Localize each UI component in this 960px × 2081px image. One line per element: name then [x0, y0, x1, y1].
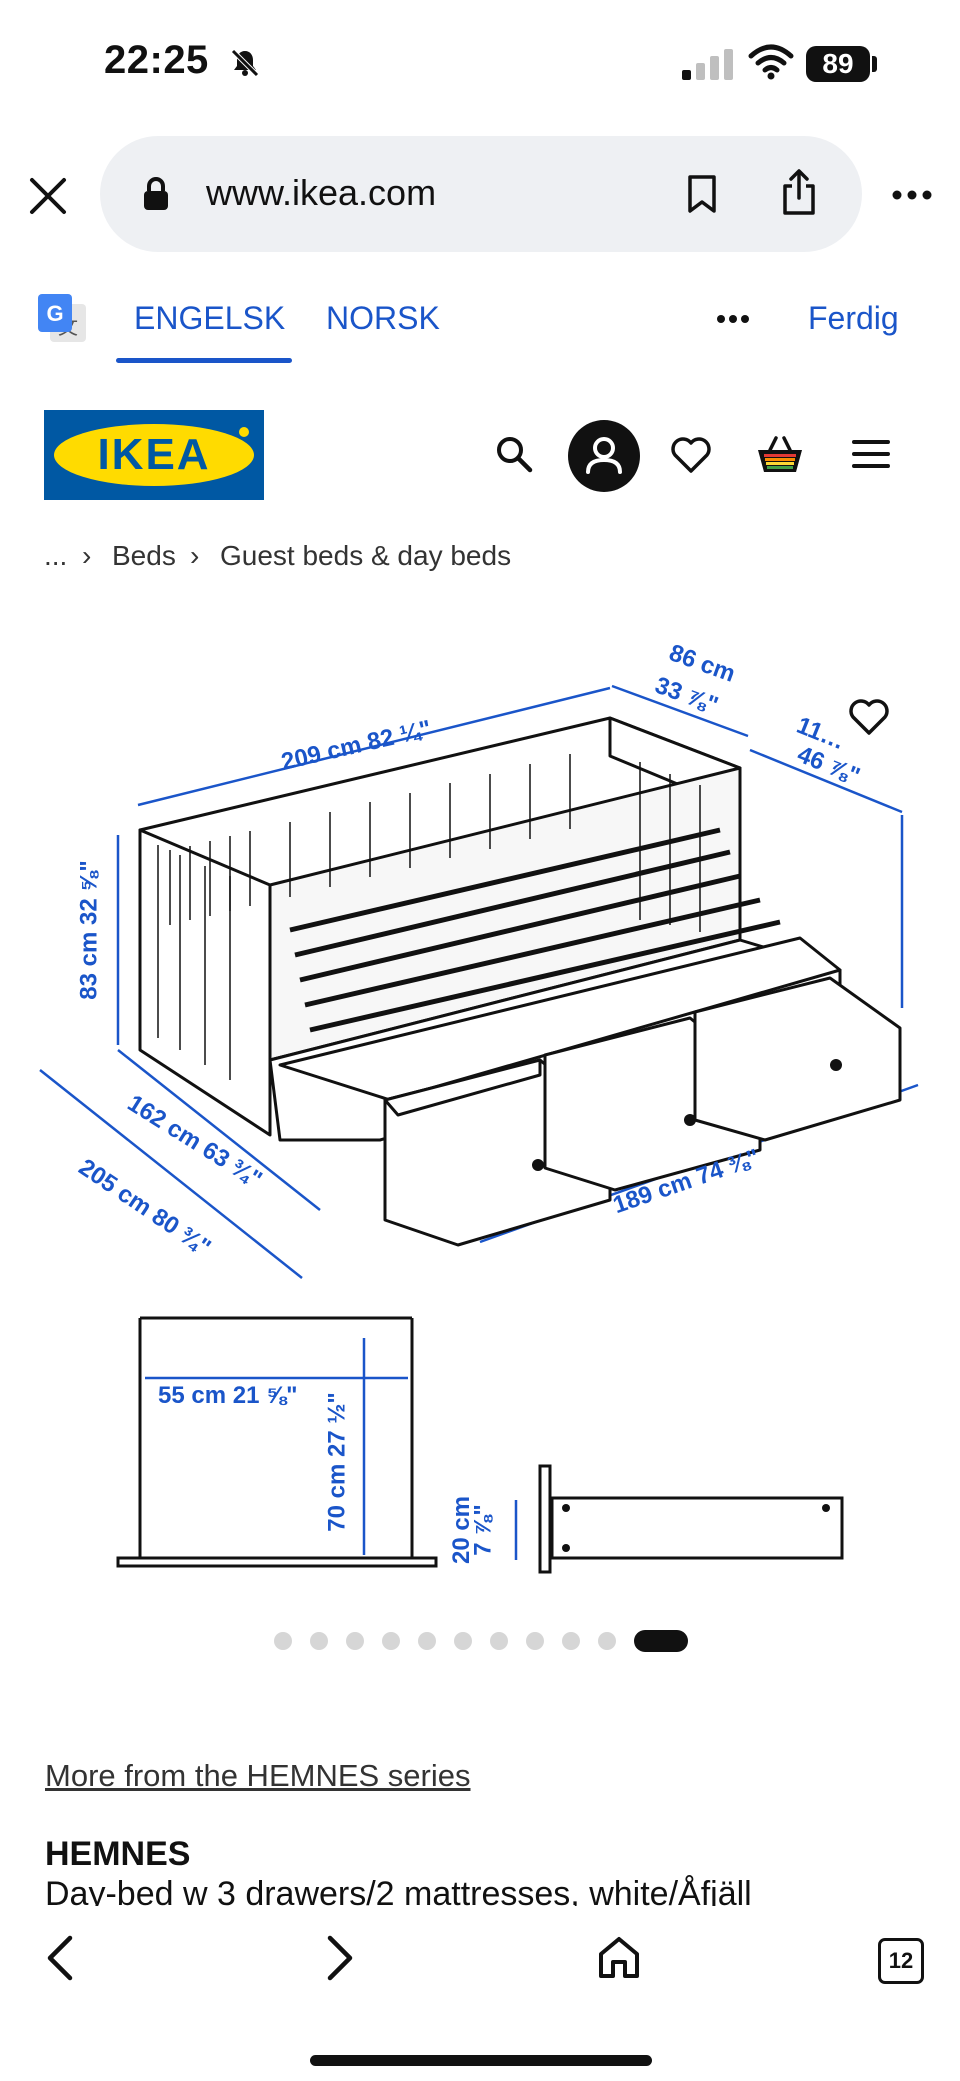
url-text[interactable]: www.ikea.com: [206, 172, 437, 213]
user-icon: [586, 437, 622, 474]
dimension-drawer-height-in: 7 ⅞": [469, 1504, 497, 1556]
dimension-height: 83 cm 32 ⅝": [75, 860, 103, 1000]
bookmark-icon[interactable]: [686, 174, 718, 214]
carousel-dot[interactable]: [382, 1632, 400, 1650]
wifi-icon: [748, 44, 794, 80]
carousel-dot[interactable]: [526, 1632, 544, 1650]
carousel-dot[interactable]: [598, 1632, 616, 1650]
battery-cap: [872, 56, 877, 72]
carousel-dot[interactable]: [346, 1632, 364, 1650]
tab-norsk[interactable]: NORSK: [326, 300, 440, 336]
carousel-dot[interactable]: [454, 1632, 472, 1650]
series-link[interactable]: More from the HEMNES series: [45, 1758, 471, 1793]
ikea-logo-text: IKEA: [97, 430, 211, 479]
breadcrumb-beds[interactable]: Beds: [112, 540, 176, 571]
home-indicator: [310, 2055, 652, 2066]
status-time: 22:25: [104, 38, 209, 82]
cellular-signal-icon: [682, 49, 733, 80]
breadcrumb-separator: ›: [82, 540, 92, 571]
translate-more-icon[interactable]: [716, 314, 750, 324]
heart-icon[interactable]: [670, 436, 712, 474]
bell-muted-icon: [231, 49, 259, 77]
dimension-mattress-height: 70 cm 27 ½": [323, 1392, 351, 1532]
shopping-bag-icon[interactable]: [756, 432, 804, 476]
share-icon[interactable]: [780, 168, 818, 216]
carousel-dot-active[interactable]: [634, 1630, 688, 1652]
close-icon[interactable]: [28, 176, 68, 216]
breadcrumb-separator: ›: [190, 540, 200, 571]
more-options-icon[interactable]: [892, 188, 932, 202]
battery-indicator: 89: [806, 46, 870, 82]
menu-icon[interactable]: [852, 438, 890, 470]
carousel-dot[interactable]: [418, 1632, 436, 1650]
google-translate-icon[interactable]: 文 G: [36, 292, 88, 344]
account-button[interactable]: [568, 420, 640, 492]
dimension-mattress-width: 55 cm 21 ⅝": [158, 1382, 298, 1409]
carousel-dot[interactable]: [310, 1632, 328, 1650]
favourite-heart-icon[interactable]: [848, 698, 890, 736]
lock-icon: [144, 177, 168, 210]
tabs-button[interactable]: 12: [878, 1938, 924, 1984]
home-icon[interactable]: [596, 1934, 642, 1980]
active-tab-indicator: [116, 358, 292, 363]
breadcrumb-ellipsis[interactable]: ...: [44, 540, 68, 571]
browser-toolbar: [0, 1906, 960, 2081]
search-icon[interactable]: [494, 434, 534, 474]
day-bed-drawing: [39, 684, 919, 1574]
url-bar[interactable]: [100, 136, 862, 252]
done-button[interactable]: Ferdig: [808, 300, 899, 336]
carousel-dot[interactable]: [490, 1632, 508, 1650]
tab-engelsk[interactable]: ENGELSK: [134, 300, 286, 336]
back-icon[interactable]: [44, 1934, 76, 1982]
product-dimension-image[interactable]: 209 cm 82 ¼" 86 cm 33 ⅞" 11… 46 ⅞" 83 cm…: [0, 620, 960, 1580]
carousel-dot[interactable]: [274, 1632, 292, 1650]
product-name: HEMNES: [45, 1835, 191, 1873]
breadcrumb-guest-beds[interactable]: Guest beds & day beds: [220, 540, 512, 571]
forward-icon[interactable]: [324, 1934, 356, 1982]
svg-text:G: G: [46, 301, 63, 326]
carousel-dot[interactable]: [562, 1632, 580, 1650]
ikea-logo[interactable]: IKEA: [44, 410, 264, 500]
